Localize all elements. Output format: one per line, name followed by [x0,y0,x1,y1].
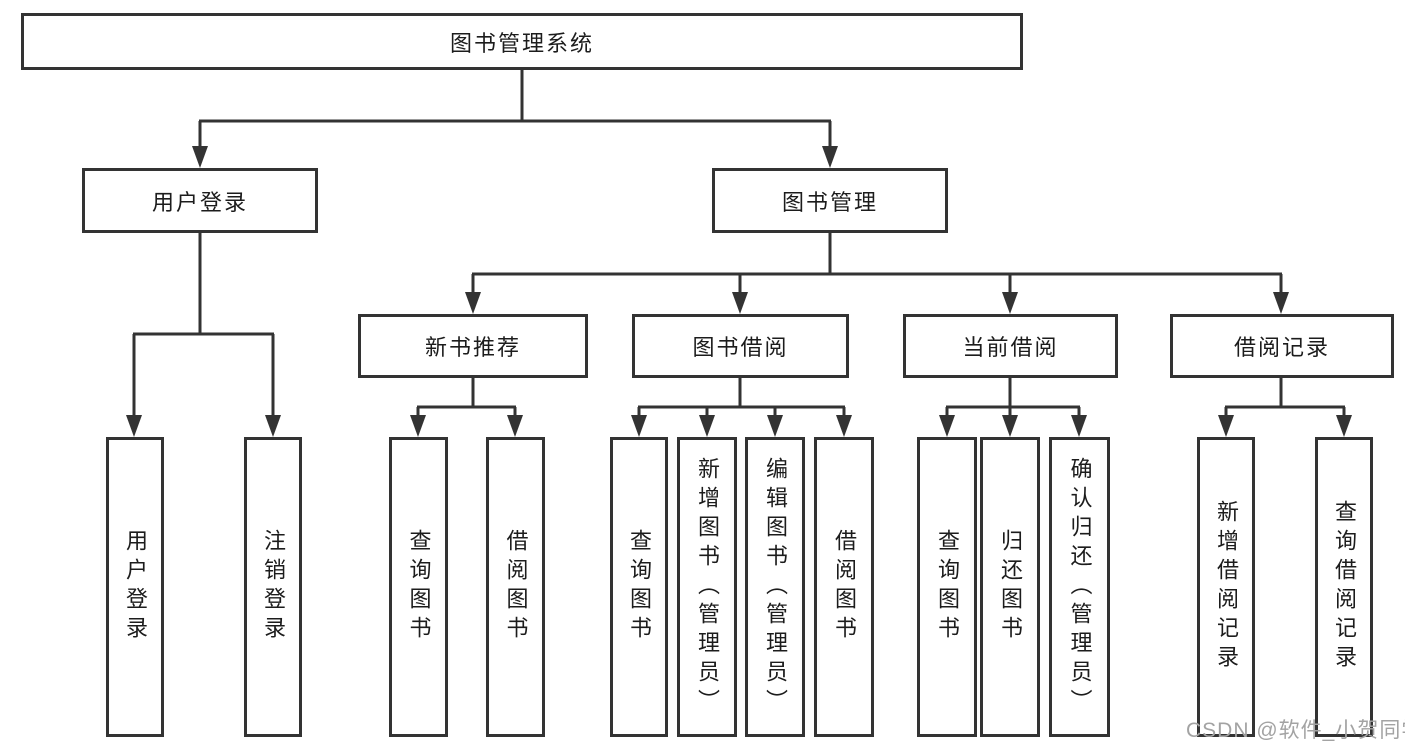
leaf-return-book: 归还图书 [980,437,1040,737]
node-user-login: 用户登录 [82,168,318,233]
leaf-borrow-books-recommend-label: 借阅图书 [503,529,529,645]
leaf-user-login-label: 用户登录 [123,529,148,645]
node-borrow-records: 借阅记录 [1170,314,1394,378]
node-new-book-recommend-label: 新书推荐 [424,335,521,360]
leaf-add-book-admin: 新增图书（管理员） [677,437,737,737]
leaf-add-borrow-record-label: 新增借阅记录 [1214,500,1239,674]
leaf-query-books-recommend-label: 查询图书 [406,529,432,645]
node-current-borrow-label: 当前借阅 [962,335,1059,360]
leaf-add-borrow-record: 新增借阅记录 [1197,437,1255,737]
node-borrow-records-label: 借阅记录 [1233,335,1330,360]
leaf-query-books-current-label: 查询图书 [935,529,960,645]
leaf-confirm-return-admin-label: 确认归还（管理员） [1067,456,1093,718]
node-book-borrow-label: 图书借阅 [692,335,789,360]
leaf-logout: 注销登录 [244,437,302,737]
node-new-book-recommend: 新书推荐 [358,314,588,378]
arrowhead-icons [126,146,1352,437]
node-root: 图书管理系统 [21,13,1023,70]
node-book-management: 图书管理 [712,168,948,233]
leaf-logout-label: 注销登录 [261,529,286,645]
leaf-user-login: 用户登录 [106,437,164,737]
node-current-borrow: 当前借阅 [903,314,1118,378]
node-root-label: 图书管理系统 [449,30,594,56]
leaf-edit-book-admin: 编辑图书（管理员） [745,437,805,737]
leaf-query-borrow-record-label: 查询借阅记录 [1332,500,1357,674]
leaf-add-book-admin-label: 新增图书（管理员） [695,456,720,718]
leaf-return-book-label: 归还图书 [998,529,1023,645]
csdn-watermark: CSDN @软件_小贺同学 [1186,719,1405,742]
leaf-borrow-books-recommend: 借阅图书 [486,437,545,737]
node-book-borrow: 图书借阅 [632,314,849,378]
leaf-query-borrow-record: 查询借阅记录 [1315,437,1373,737]
leaf-confirm-return-admin: 确认归还（管理员） [1049,437,1110,737]
leaf-borrow-books-borrow-label: 借阅图书 [832,529,857,645]
leaf-query-books-borrow-label: 查询图书 [627,529,652,645]
leaf-edit-book-admin-label: 编辑图书（管理员） [763,456,788,718]
leaf-query-books-recommend: 查询图书 [389,437,448,737]
leaf-borrow-books-borrow: 借阅图书 [814,437,874,737]
node-book-management-label: 图书管理 [781,189,878,215]
leaf-query-books-current: 查询图书 [917,437,977,737]
leaf-query-books-borrow: 查询图书 [610,437,668,737]
node-user-login-label: 用户登录 [151,189,248,215]
